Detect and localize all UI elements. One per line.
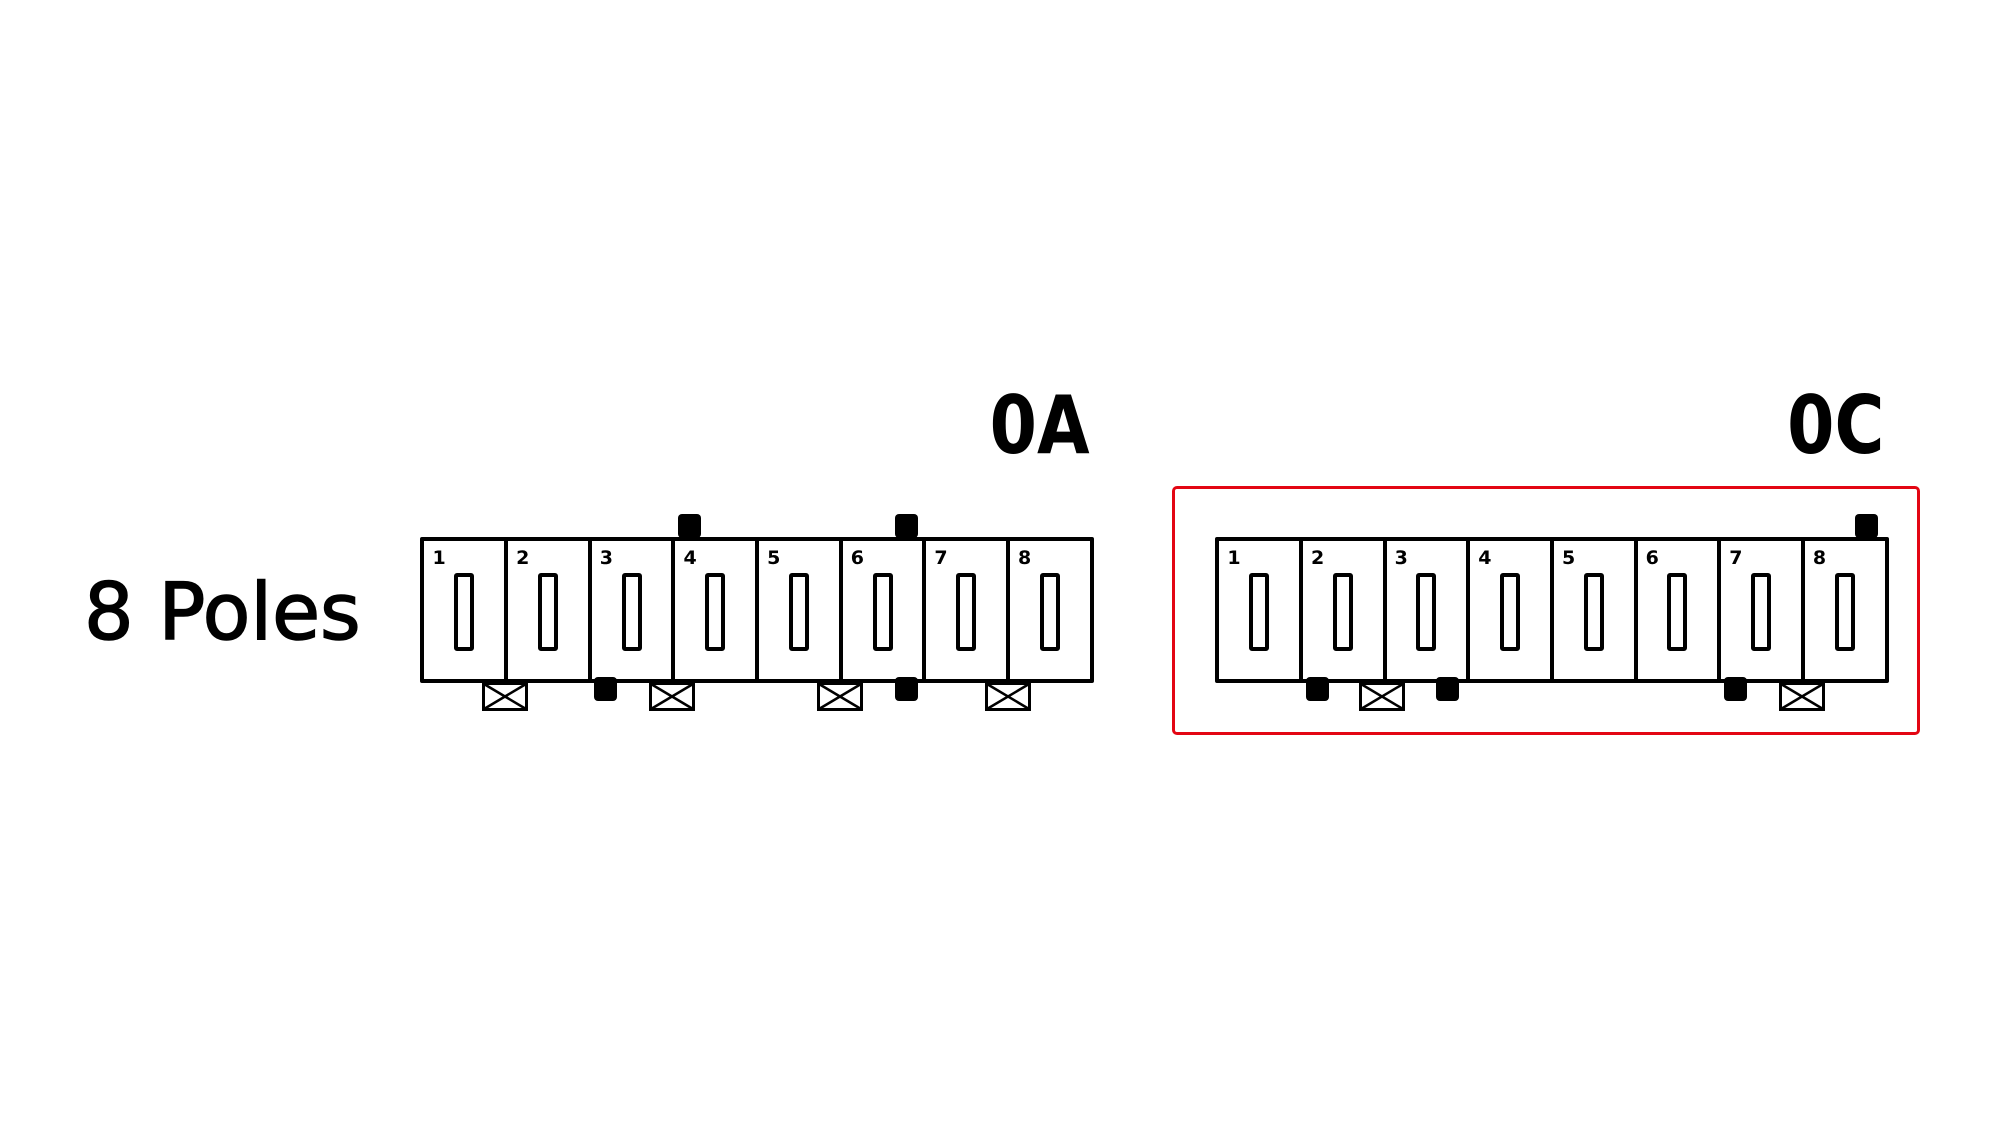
pole-number: 5	[767, 547, 781, 570]
top-tab	[1855, 514, 1879, 539]
pole-number: 2	[1310, 547, 1325, 570]
bottom-tab-crossed-icon	[816, 682, 863, 712]
bottom-tab-crossed-icon	[1358, 682, 1405, 712]
pole-slot	[872, 573, 893, 652]
pole-slot	[454, 573, 475, 652]
pole-number: 8	[1812, 547, 1827, 570]
pole-number: 2	[516, 547, 530, 570]
group-code-0c: 0C	[1786, 379, 1884, 472]
pole-number: 6	[1645, 547, 1659, 570]
highlight-frame	[1172, 486, 1920, 735]
pole-module: 3	[587, 537, 676, 684]
pole-module: 6	[1633, 537, 1722, 684]
pole-slot	[1583, 573, 1604, 652]
pole-module: 1	[420, 537, 509, 684]
pole-module: 7	[922, 537, 1011, 684]
pole-number: 7	[934, 547, 948, 570]
pole-module: 7	[1717, 537, 1805, 684]
pole-slot	[621, 573, 642, 652]
pole-module: 6	[838, 537, 927, 684]
pole-number: 1	[432, 547, 446, 570]
bottom-tab-solid	[1435, 676, 1459, 701]
pole-slot	[1667, 573, 1688, 652]
pole-number: 8	[1018, 547, 1032, 570]
pole-module: 2	[1298, 537, 1387, 684]
pole-slot	[1039, 573, 1060, 652]
group-code-0a: 0A	[990, 379, 1090, 472]
pole-number: 3	[599, 547, 614, 570]
pole-module: 2	[504, 537, 592, 684]
pole-number: 3	[1394, 547, 1408, 570]
pole-slot	[1751, 573, 1772, 652]
pole-module: 1	[1215, 537, 1303, 684]
pole-slot	[537, 573, 558, 652]
pole-module: 8	[1800, 537, 1889, 684]
pole-module: 8	[1006, 537, 1094, 684]
bottom-tab-crossed-icon	[984, 682, 1031, 712]
top-tab	[894, 514, 918, 539]
pole-module: 4	[671, 537, 760, 684]
pole-slot	[1500, 573, 1521, 652]
pole-module: 5	[1549, 537, 1638, 684]
pole-module: 3	[1382, 537, 1471, 684]
pole-slot	[1332, 573, 1353, 652]
pole-number: 4	[1478, 547, 1492, 570]
bottom-tab-crossed-icon	[648, 682, 695, 712]
pole-number: 5	[1561, 547, 1576, 570]
pole-slot	[788, 573, 809, 652]
pole-slot	[1416, 573, 1437, 652]
pole-slot	[1249, 573, 1270, 652]
pole-number: 7	[1729, 547, 1743, 570]
bottom-tab-crossed-icon	[1779, 682, 1826, 712]
bottom-tab-solid	[593, 676, 617, 701]
bottom-tab-solid	[894, 676, 918, 701]
pole-slot	[1834, 573, 1855, 652]
pole-number: 1	[1227, 547, 1241, 570]
pole-slot	[705, 573, 726, 652]
bottom-tab-solid	[1306, 676, 1330, 701]
pole-module: 5	[755, 537, 843, 684]
pole-slot	[956, 573, 977, 652]
row-label: 8 Poles	[83, 568, 361, 658]
pole-number: 4	[683, 547, 697, 570]
bottom-tab-solid	[1724, 676, 1748, 701]
pole-module: 4	[1466, 537, 1554, 684]
bottom-tab-crossed-icon	[482, 682, 529, 712]
top-tab	[678, 514, 702, 539]
pole-number: 6	[850, 547, 864, 570]
